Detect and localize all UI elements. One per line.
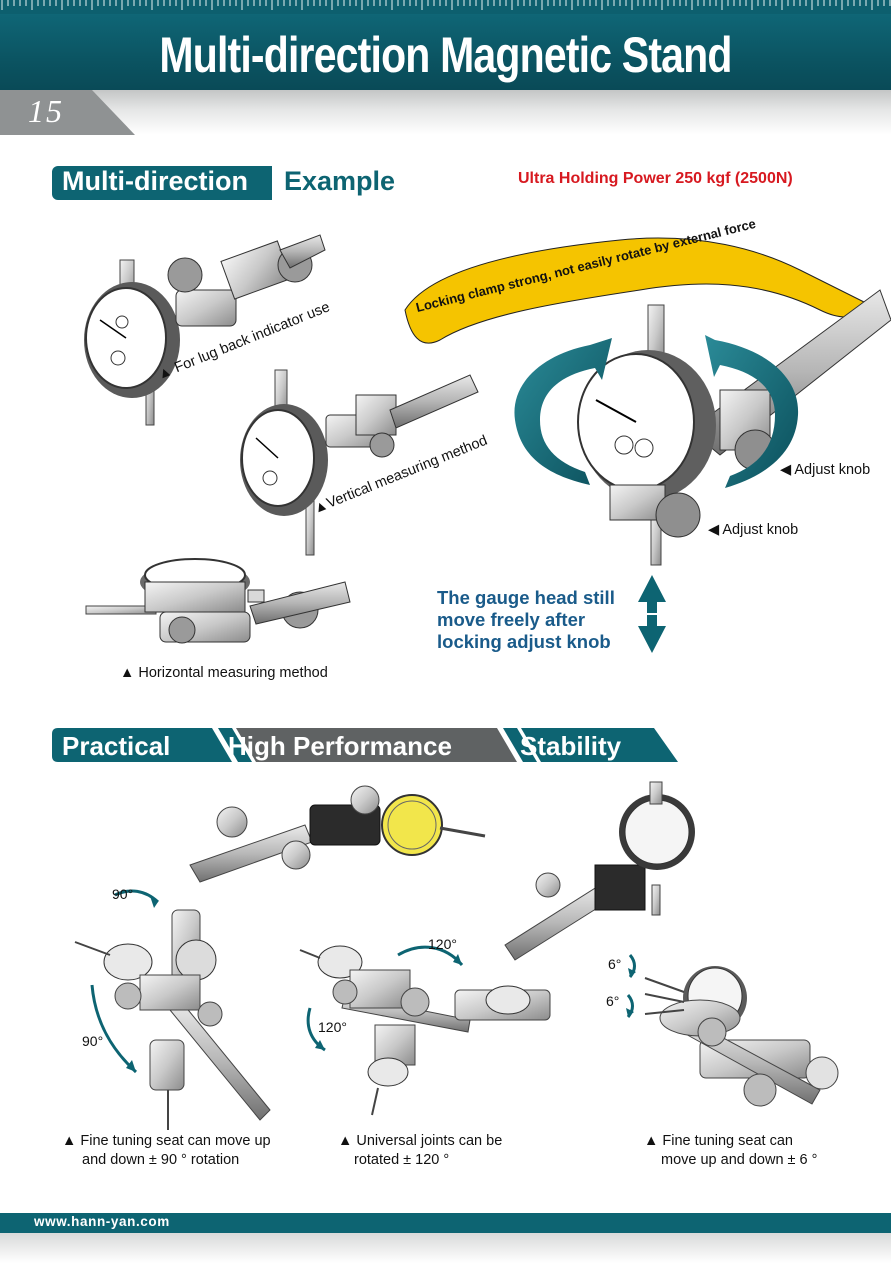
page-header: Multi-direction Magnetic Stand 15 xyxy=(0,0,891,135)
caption-universal-joints: ▲ Universal joints can be rotated ± 120 … xyxy=(338,1132,502,1170)
caption-fine-tuning-90-line-1: ▲ Fine tuning seat can move up xyxy=(62,1133,271,1149)
heading-practical: Practical xyxy=(62,731,171,761)
test-indicator-illustration xyxy=(189,785,486,883)
footer-band xyxy=(0,1213,891,1233)
gauge-note: The gauge head still move freely after l… xyxy=(437,587,615,653)
multi-direction-illustrations xyxy=(84,234,891,653)
lug-back-indicator-illustration xyxy=(84,234,326,426)
footer-fade xyxy=(0,1233,891,1263)
section2-heading-bar xyxy=(52,728,678,762)
locking-clamp-banner xyxy=(404,237,871,344)
adjust-knob-label-lower: ◀ Adjust knob xyxy=(708,522,799,538)
subheader-band xyxy=(0,90,891,135)
degree-label-120-top: 120° xyxy=(428,936,457,952)
degree-label-6-bottom: 6° xyxy=(606,993,620,1009)
caption-universal-joints-line-2: rotated ± 120 ° xyxy=(354,1152,450,1168)
rotate-arrow-left xyxy=(514,338,612,485)
caption-fine-tuning-90-line-2: and down ± 90 ° rotation xyxy=(82,1152,240,1168)
gauge-note-line-2: move freely after xyxy=(437,609,586,630)
gauge-note-line-1: The gauge head still xyxy=(437,587,615,608)
degree-label-90-left: 90° xyxy=(82,1033,104,1049)
ruler-ticks xyxy=(1,0,891,10)
caption-universal-joints-line-1: ▲ Universal joints can be xyxy=(338,1133,503,1149)
degree-label-120-left: 120° xyxy=(318,1019,347,1035)
gauge-note-line-3: locking adjust knob xyxy=(437,631,611,652)
caption-fine-tuning-6: ▲ Fine tuning seat can move up and down … xyxy=(644,1132,817,1170)
page-title: Multi-direction Magnetic Stand xyxy=(159,27,732,83)
practical-illustrations xyxy=(74,781,839,1130)
rotate-arrow-right xyxy=(705,335,799,488)
page-number: 15 xyxy=(28,93,64,129)
heading-stability: Stability xyxy=(520,731,622,761)
website-link[interactable]: www.hann-yan.com xyxy=(34,1214,170,1229)
heading-high-performance: High Performance xyxy=(228,731,452,761)
rotation-120-illustration xyxy=(299,945,551,1116)
degree-label-6-top: 6° xyxy=(608,956,622,972)
horizontal-method-illustration xyxy=(85,558,351,644)
caption-fine-tuning-6-line-2: move up and down ± 6 ° xyxy=(661,1152,818,1168)
section-heading-chip xyxy=(52,166,272,200)
adjust-knob-label-upper: ◀ Adjust knob xyxy=(780,462,871,478)
rotation-90-illustration xyxy=(74,889,271,1130)
degree-label-90-top: 90° xyxy=(112,886,134,902)
rotation-6-illustration xyxy=(626,954,839,1107)
caption-fine-tuning-90: ▲ Fine tuning seat can move up and down … xyxy=(62,1132,271,1170)
holding-power-text: Ultra Holding Power 250 kgf (2500N) xyxy=(518,170,793,187)
title-band xyxy=(0,14,891,90)
vertical-move-arrow xyxy=(638,575,666,653)
section-heading-multi-direction: Multi-direction xyxy=(62,166,248,196)
page-number-tab xyxy=(0,90,135,135)
caption-fine-tuning-6-line-1: ▲ Fine tuning seat can xyxy=(644,1133,793,1149)
caption-horizontal: ▲ Horizontal measuring method xyxy=(120,665,328,681)
vertical-method-illustration xyxy=(240,369,479,556)
locking-clamp-illustration xyxy=(577,289,891,566)
ruler-strip xyxy=(0,0,891,14)
section-heading-example: Example xyxy=(284,166,396,196)
dial-gauge-bracket-illustration xyxy=(504,781,695,961)
